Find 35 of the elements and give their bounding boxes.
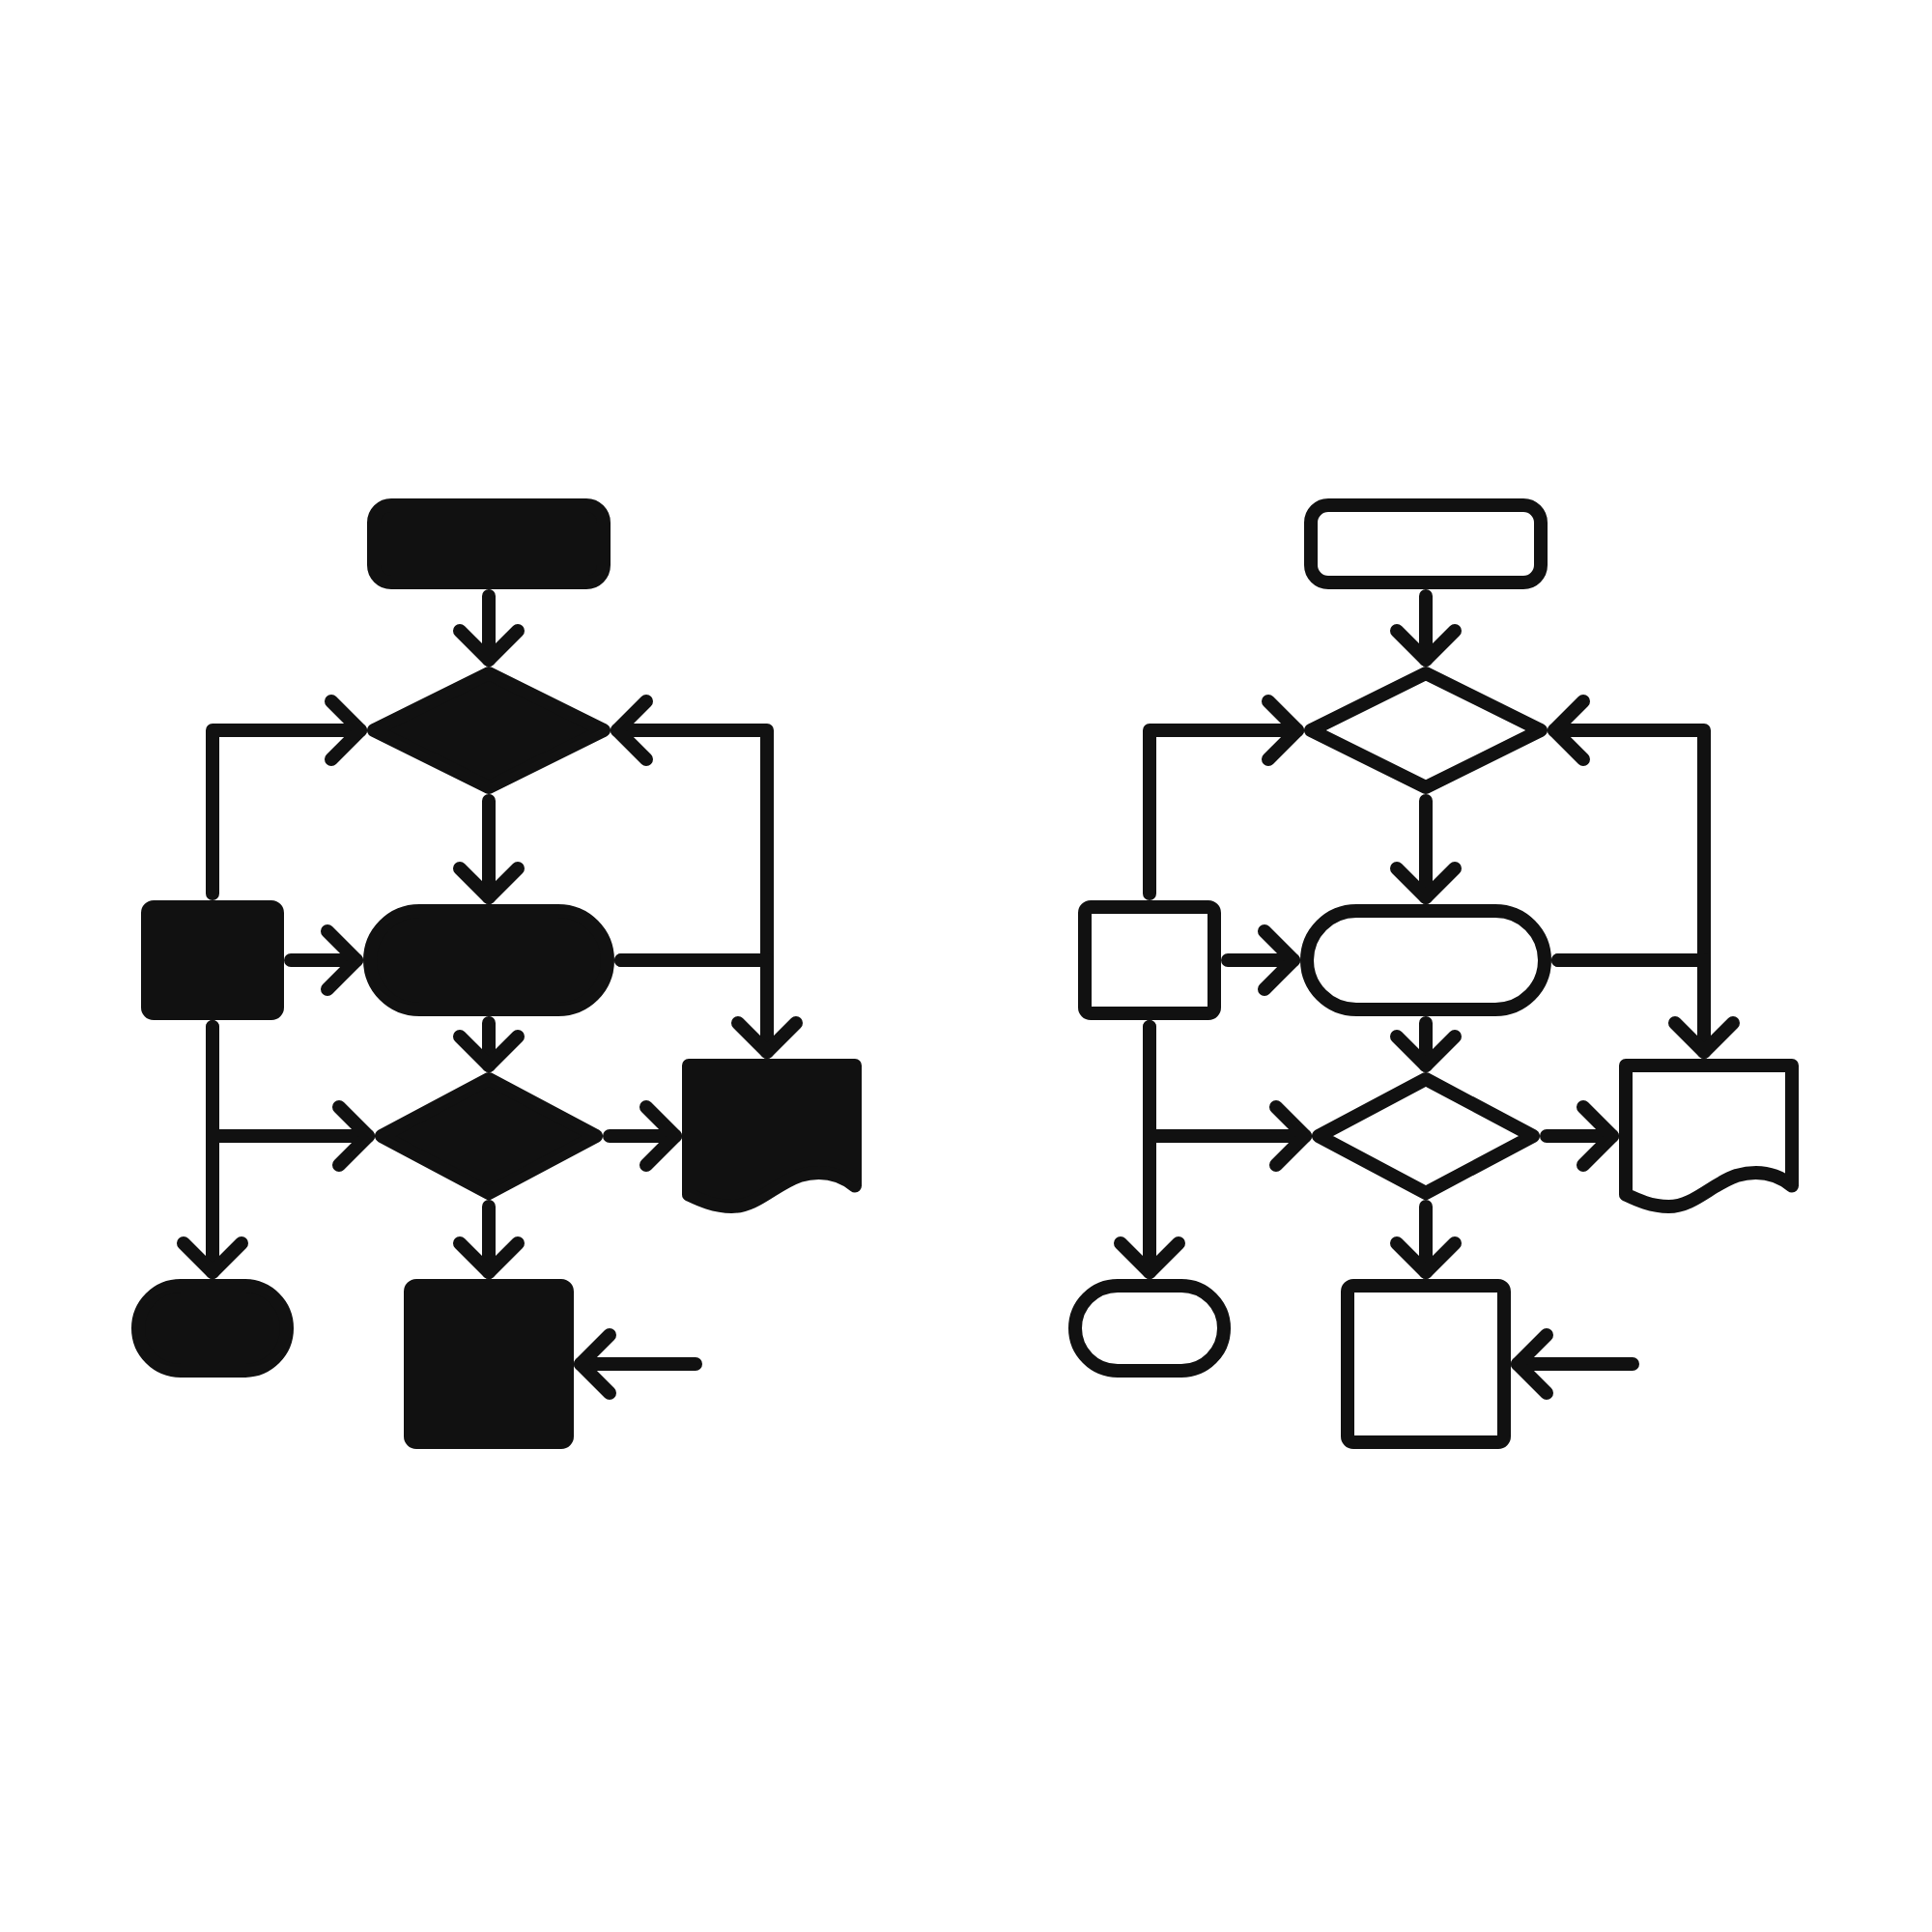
process-box bbox=[367, 498, 611, 589]
decision-diamond bbox=[1312, 1072, 1540, 1200]
arrow bbox=[453, 794, 525, 904]
document-shape bbox=[1619, 1059, 1799, 1213]
arrow bbox=[1511, 1328, 1639, 1400]
decision-diamond bbox=[1304, 667, 1548, 794]
arrow bbox=[284, 924, 363, 996]
arrow bbox=[206, 695, 367, 900]
arrow bbox=[603, 1100, 682, 1172]
process-box bbox=[1078, 900, 1221, 1020]
arrow bbox=[453, 589, 525, 667]
arrow bbox=[1390, 794, 1462, 904]
arrow bbox=[1390, 589, 1462, 667]
arrow bbox=[1390, 1016, 1462, 1072]
decision-diamond bbox=[375, 1072, 603, 1200]
terminator-pill bbox=[1068, 1279, 1231, 1378]
arrow bbox=[1540, 1100, 1619, 1172]
arrow bbox=[177, 1020, 248, 1279]
arrow bbox=[1143, 695, 1304, 900]
process-box bbox=[404, 1279, 574, 1449]
arrow bbox=[574, 1328, 702, 1400]
arrow bbox=[1551, 953, 1740, 1059]
terminator-pill bbox=[131, 1279, 294, 1378]
arrow bbox=[453, 1016, 525, 1072]
arrow bbox=[453, 1200, 525, 1279]
arrow bbox=[1114, 1020, 1185, 1279]
arrow bbox=[614, 953, 803, 1059]
document-shape bbox=[682, 1059, 862, 1213]
arrow bbox=[1221, 924, 1300, 996]
process-box bbox=[1341, 1279, 1511, 1449]
arrow bbox=[1390, 1200, 1462, 1279]
process-box bbox=[1304, 498, 1548, 589]
terminator-pill bbox=[1300, 904, 1551, 1016]
process-box bbox=[141, 900, 284, 1020]
decision-diamond bbox=[367, 667, 611, 794]
